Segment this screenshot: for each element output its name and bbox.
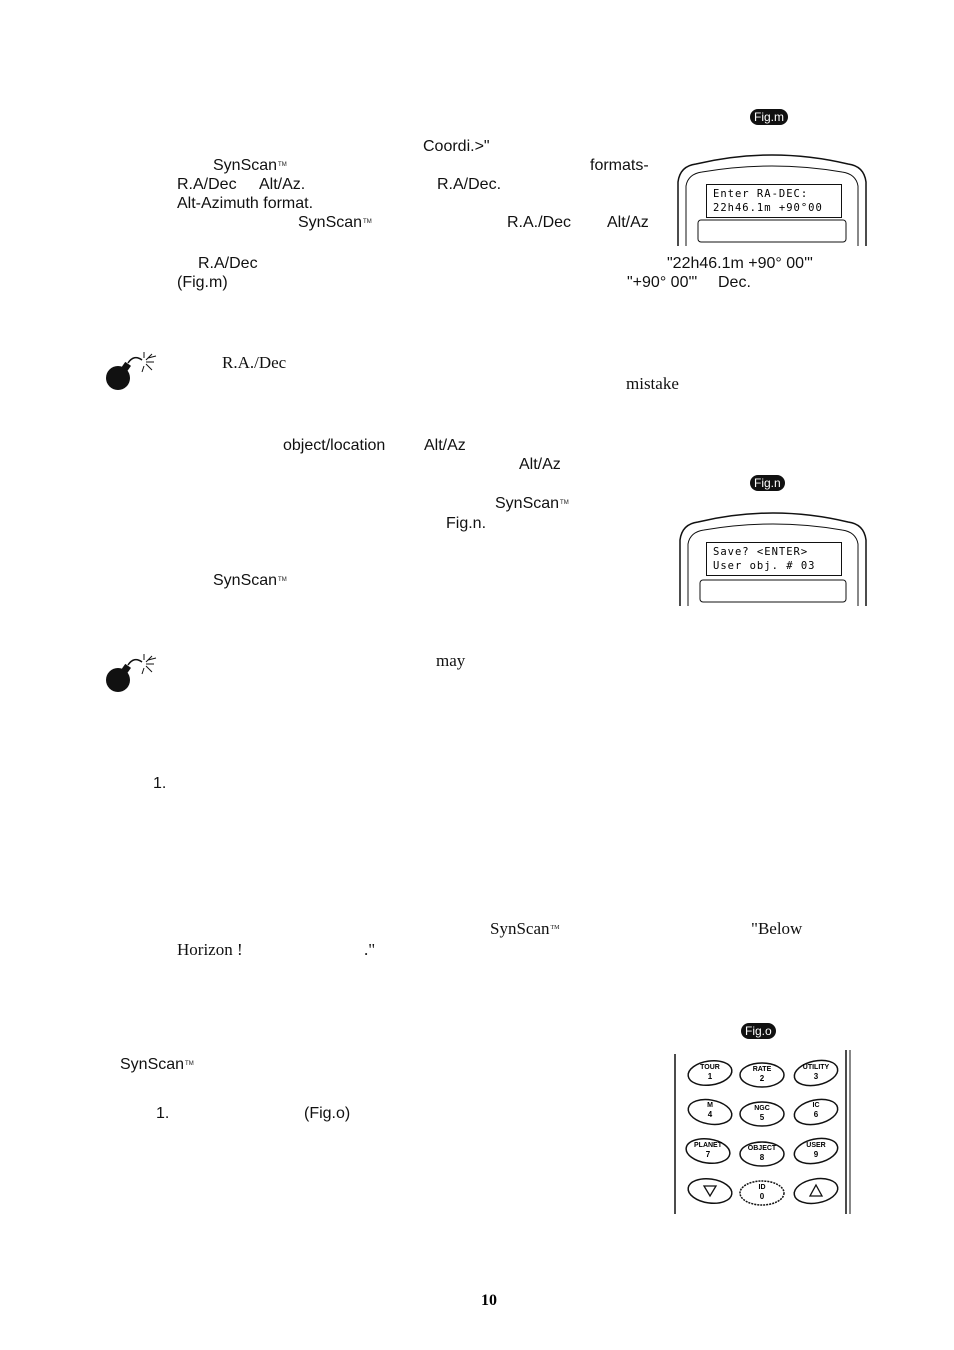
fig-n-badge: Fig.n bbox=[750, 475, 785, 491]
fig-m-badge: Fig.m bbox=[750, 109, 788, 125]
text-fragment: ." bbox=[364, 940, 376, 959]
lcd-line: User obj. # 03 bbox=[713, 560, 816, 572]
text-fragment: formats- bbox=[590, 157, 649, 174]
handset-outline-n bbox=[679, 512, 867, 606]
text-fragment: R.A/Dec bbox=[177, 176, 237, 193]
text-fragment: SynScanTM bbox=[213, 572, 287, 589]
text-fragment: Coordi.>" bbox=[423, 138, 490, 155]
keypad-key-up[interactable] bbox=[792, 1176, 840, 1206]
text-fragment: "22h46.1m +90° 00'" bbox=[667, 255, 813, 272]
text-fragment: may bbox=[436, 651, 466, 670]
text-fragment: Alt-Azimuth format. bbox=[177, 195, 314, 212]
text-fragment: SynScanTM bbox=[213, 157, 287, 174]
text-fragment: Dec. bbox=[718, 274, 751, 291]
text-fragment: SynScanTM bbox=[298, 214, 372, 231]
text-fragment: Alt/Az. bbox=[259, 176, 306, 193]
lcd-line: 22h46.1m +90°00 bbox=[713, 202, 823, 214]
handset-outline-m bbox=[677, 154, 867, 246]
text-fragment: (Fig.m) bbox=[177, 274, 228, 291]
page-number: 10 bbox=[481, 1292, 497, 1309]
up-arrow-icon bbox=[808, 1183, 824, 1197]
text-fragment: R.A./Dec bbox=[222, 353, 287, 372]
text-fragment: R.A./Dec bbox=[507, 214, 572, 231]
fig-o-badge: Fig.o bbox=[741, 1023, 776, 1039]
bomb-icon bbox=[106, 654, 157, 692]
text-fragment: (Fig.o) bbox=[304, 1105, 351, 1122]
text-fragment: Fig.n. bbox=[446, 515, 487, 532]
text-fragment: SynScanTM bbox=[495, 495, 569, 512]
text-fragment: SynScanTM bbox=[490, 919, 560, 938]
lcd-screen-m: Enter RA-DEC: 22h46.1m +90°00 bbox=[706, 184, 842, 218]
text-fragment: Alt/Az bbox=[519, 456, 561, 473]
text-fragment: Alt/Az bbox=[607, 214, 649, 231]
keypad-key-down[interactable] bbox=[686, 1176, 734, 1206]
text-fragment: "Below bbox=[751, 919, 803, 938]
text-fragment: object/location bbox=[283, 437, 386, 454]
lcd-line: Enter RA-DEC: bbox=[713, 188, 809, 200]
text-fragment: SynScanTM bbox=[120, 1056, 194, 1073]
text-fragment: R.A/Dec. bbox=[437, 176, 502, 193]
text-fragment: Alt/Az bbox=[424, 437, 466, 454]
text-fragment: mistake bbox=[626, 374, 679, 393]
lcd-line: Save? <ENTER> bbox=[713, 546, 809, 558]
lcd-screen-n: Save? <ENTER> User obj. # 03 bbox=[706, 542, 842, 576]
text-fragment: "+90° 00'" bbox=[627, 274, 698, 291]
text-fragment: Horizon ! bbox=[177, 940, 243, 959]
down-arrow-icon bbox=[702, 1185, 718, 1198]
step-number: 1. bbox=[153, 775, 167, 792]
keypad-outline bbox=[674, 1050, 851, 1214]
step-number: 1. bbox=[156, 1105, 170, 1122]
bomb-icon bbox=[106, 352, 157, 390]
text-fragment: R.A/Dec bbox=[198, 255, 258, 272]
